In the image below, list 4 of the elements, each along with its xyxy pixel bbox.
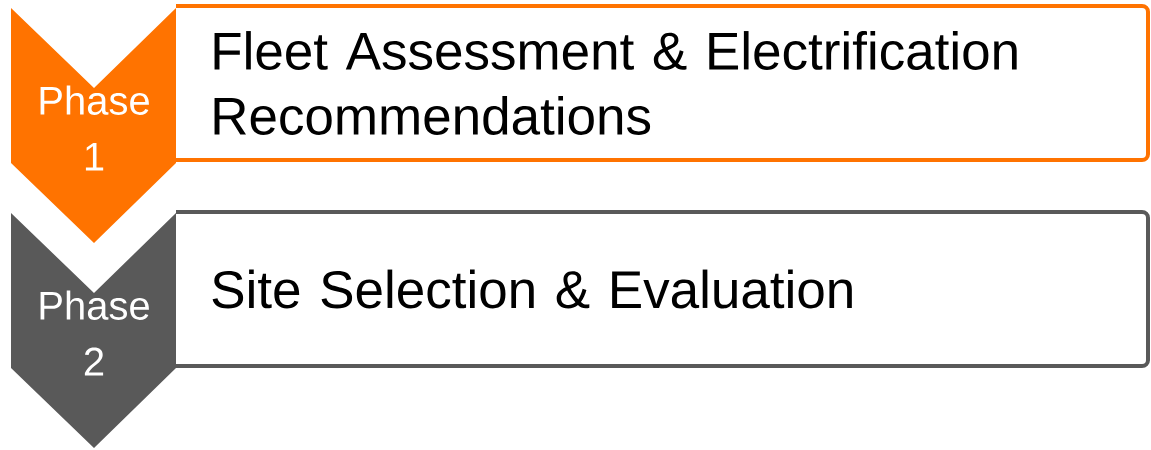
phase-badge: Phase 2 (11, 213, 176, 448)
phase-box: Fleet Assessment & Electrification Recommendations (176, 4, 1150, 162)
phase-badge: Phase 1 (11, 8, 176, 243)
phase-box: Site Selection & Evaluation (176, 210, 1150, 368)
